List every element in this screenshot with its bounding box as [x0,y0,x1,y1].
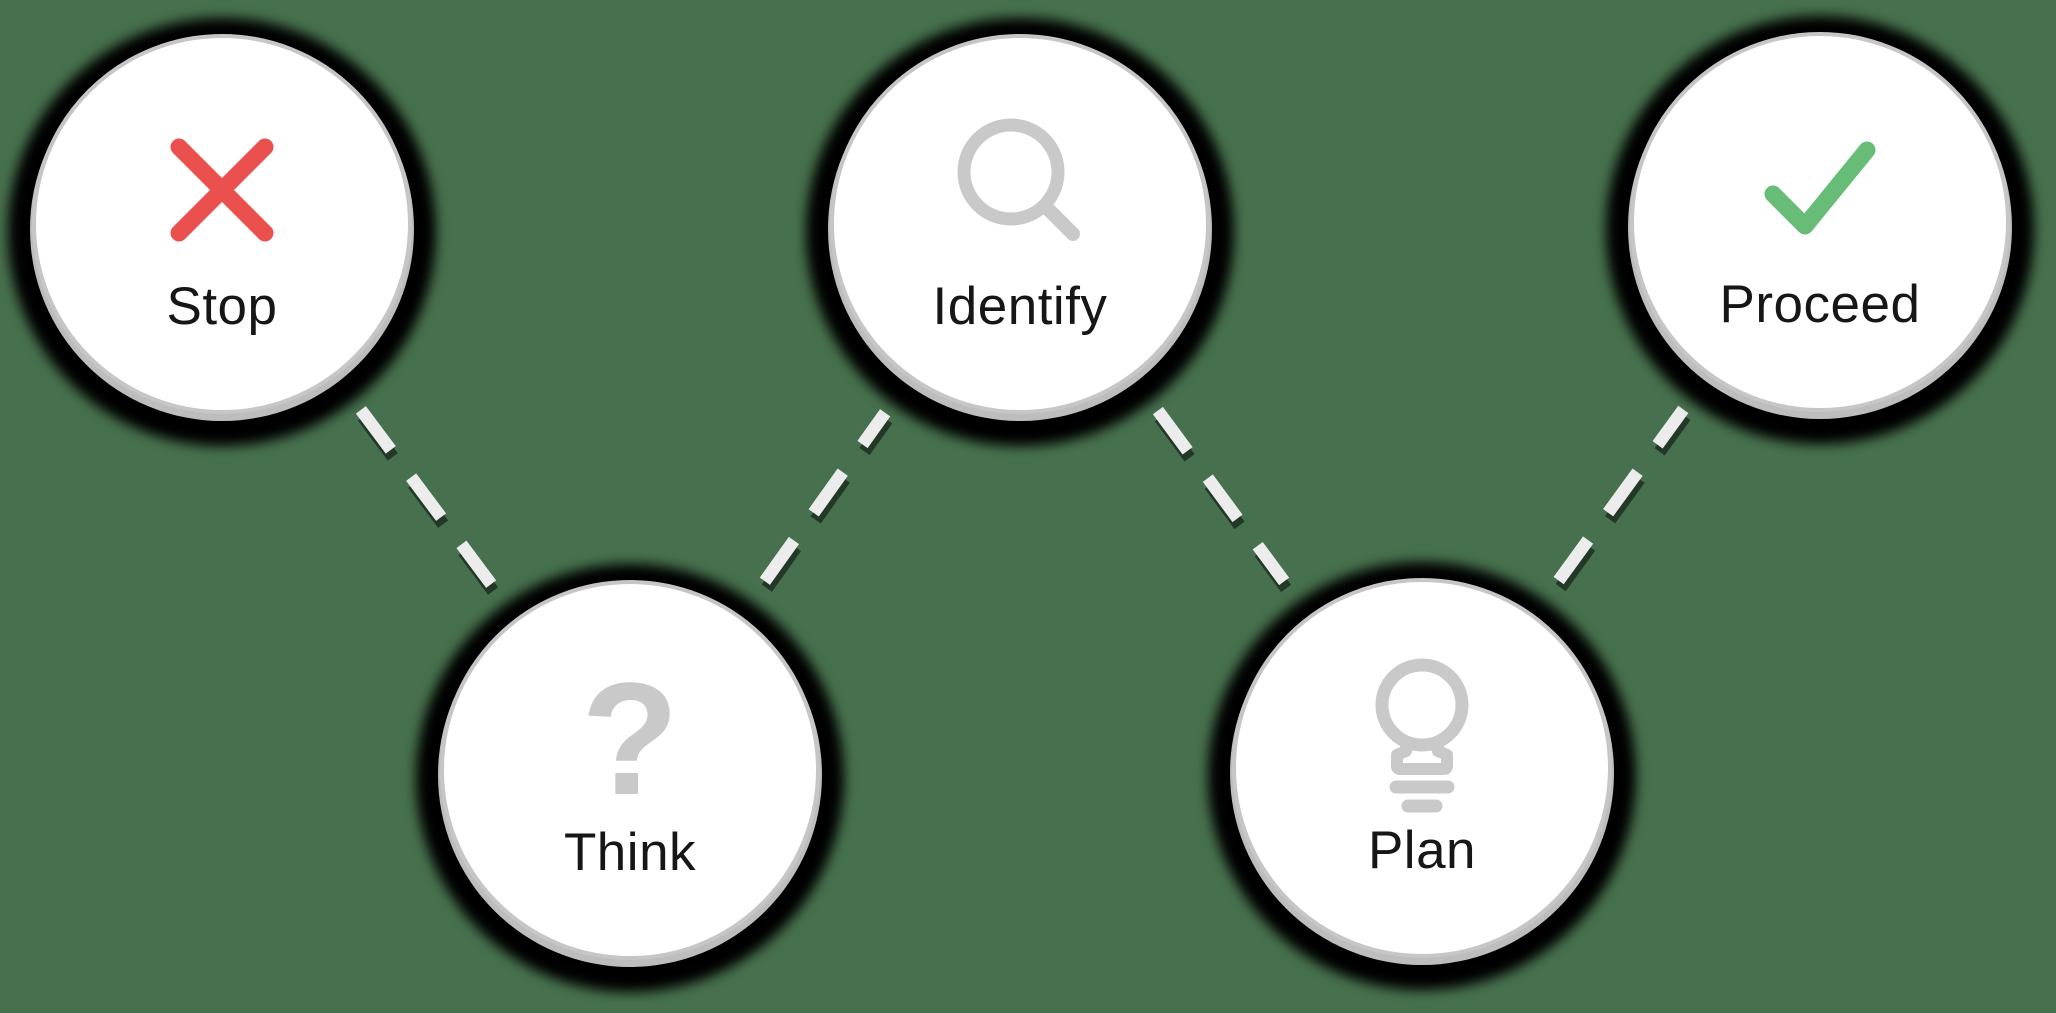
x-icon [147,110,297,270]
step-label: Plan [1367,821,1477,880]
question-mark-glyph: ? [581,656,679,816]
step-label: Proceed [1719,275,1921,334]
process-step-plan: Plan [1232,578,1612,958]
step-label: Identify [932,277,1108,336]
search-icon [945,110,1095,270]
step-label: Stop [166,277,278,336]
question-mark-icon: ? [555,656,705,816]
process-step-identify: Identify [830,34,1210,414]
process-step-think: ? Think [440,580,820,960]
lightbulb-icon [1347,654,1497,814]
connector-dashed-line [1553,405,1689,585]
connector-dashed-line [759,409,891,585]
process-step-stop: Stop [32,34,412,414]
process-step-proceed: Proceed [1630,32,2010,412]
step-label: Think [563,823,697,882]
check-icon [1745,108,1895,268]
connector-dashed-line [355,406,497,588]
connector-dashed-line [1152,406,1290,586]
